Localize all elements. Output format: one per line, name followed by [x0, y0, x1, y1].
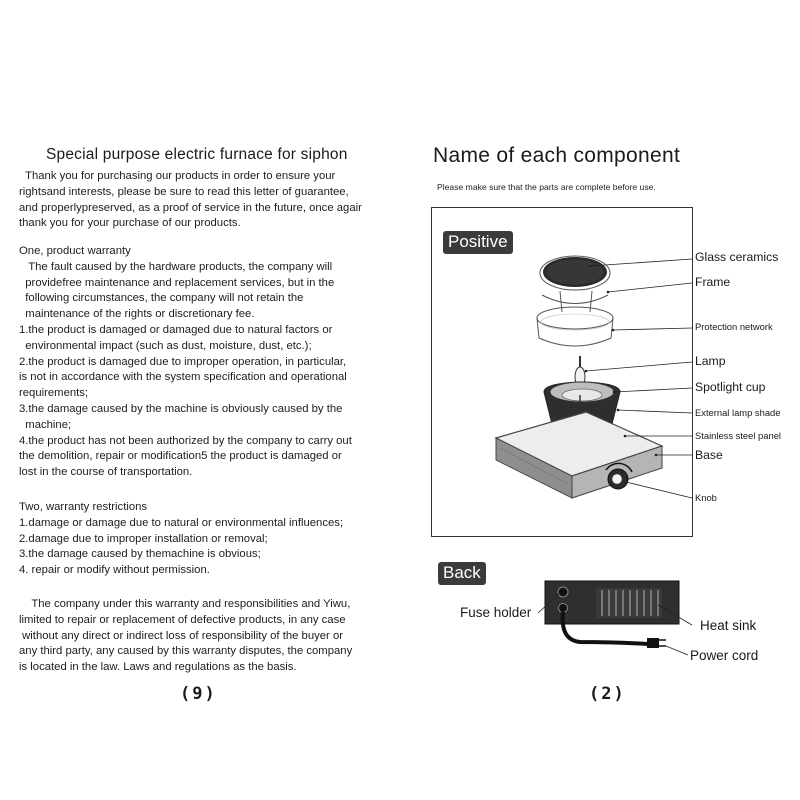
label-knob: Knob	[695, 492, 717, 503]
glass-ceramics-illustration	[539, 255, 611, 291]
fuse-holder-illustration	[557, 586, 569, 598]
back-leader-lines	[537, 592, 693, 656]
label-glass-ceramics: Glass ceramics	[695, 250, 779, 264]
back-view-tag: Back	[438, 562, 486, 585]
closing-paragraph: The company under this warranty and resp…	[19, 598, 353, 674]
components-title: Name of each component	[433, 144, 681, 167]
page-number: (2)	[589, 684, 626, 704]
label-base: Base	[695, 448, 723, 462]
label-external-lamp-shade: External lamp shade	[695, 407, 781, 418]
label-fuse-holder: Fuse holder	[460, 605, 532, 620]
label-frame: Frame	[695, 275, 731, 289]
intro-paragraph: Thank you for purchasing our products in…	[19, 170, 362, 230]
front-view-frame	[431, 207, 693, 537]
label-protection-network: Protection network	[695, 321, 773, 332]
right-page: Name of each component Please make sure …	[400, 0, 800, 800]
front-leader-lines	[585, 258, 693, 499]
positive-view-tag: Positive	[443, 231, 513, 254]
frame-illustration	[541, 290, 609, 313]
power-cord-illustration	[560, 611, 649, 646]
label-spotlight-cup: Spotlight cup	[695, 380, 766, 394]
restrictions-section: Two, warranty restrictions 1.damage or d…	[19, 501, 344, 577]
label-lamp: Lamp	[695, 354, 726, 368]
components-subtitle: Please make sure that the parts are comp…	[437, 182, 656, 192]
warranty-section: One, product warranty The fault caused b…	[19, 245, 352, 479]
front-leader-dots	[584, 264, 658, 484]
label-power-cord: Power cord	[690, 648, 759, 663]
knob-illustration	[605, 462, 633, 490]
label-stainless-steel-panel: Stainless steel panel	[695, 430, 781, 441]
left-page: Special purpose electric furnace for sip…	[19, 146, 362, 704]
page-number: (9)	[180, 684, 217, 704]
component-diagram	[494, 255, 693, 656]
document-title: Special purpose electric furnace for sip…	[46, 146, 348, 163]
label-heat-sink: Heat sink	[700, 618, 757, 633]
back-view-illustration	[544, 580, 680, 648]
protection-network-illustration	[536, 306, 614, 347]
